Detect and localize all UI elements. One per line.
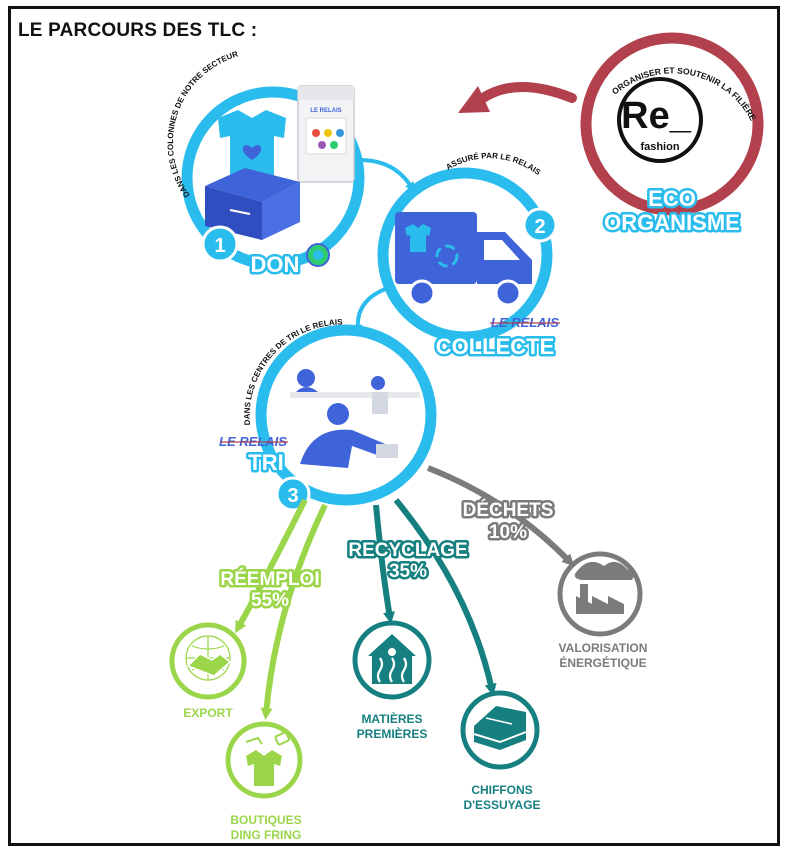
matieres-label-line2: PREMIÈRES bbox=[357, 726, 428, 741]
arrow-recycle-matieres bbox=[373, 504, 395, 624]
refashion-logo: Re_ fashion bbox=[617, 77, 703, 163]
chiffons-label-line2: D'ESSUYAGE bbox=[463, 798, 540, 812]
valorisation-label-line2: ÉNERGÉTIQUE bbox=[559, 655, 646, 670]
don-label: DON bbox=[251, 252, 300, 277]
don-number: 1 bbox=[214, 235, 225, 257]
outcome-valorisation: VALORISATION ÉNERGÉTIQUE bbox=[557, 551, 648, 670]
collecte-number: 2 bbox=[534, 216, 545, 238]
recycle-percent: 35% bbox=[389, 561, 427, 582]
eco-organisme: ORGANISER ET SOUTENIR LA FILIÈRE Re_ fas… bbox=[580, 32, 764, 238]
eco-arrow bbox=[458, 82, 577, 113]
factory-icon bbox=[574, 561, 636, 614]
boutiques-label-line2: DING FRING bbox=[231, 828, 302, 842]
heat-house-icon bbox=[368, 634, 416, 684]
waste-name: DÉCHETS bbox=[463, 499, 554, 521]
don-number-badge bbox=[201, 225, 239, 263]
page-title: LE PARCOURS DES TLC : bbox=[18, 20, 258, 41]
step-tri: DANS LES CENTRES DE TRI LE RELAIS LE REL… bbox=[219, 318, 437, 512]
logo-sub-text: fashion bbox=[640, 141, 679, 153]
collecte-label: COLLECTE bbox=[436, 334, 555, 359]
logo-main-text: Re_ bbox=[621, 95, 692, 137]
arrow-don-collecte bbox=[359, 158, 415, 193]
arrow-collecte-tri bbox=[352, 286, 389, 335]
recycle-name: RECYCLAGE bbox=[348, 540, 467, 561]
collecte-number-badge bbox=[522, 207, 558, 243]
handshake-icon bbox=[185, 635, 232, 681]
valorisation-label-line1: VALORISATION bbox=[559, 641, 648, 655]
step-don: DANS LES COLONNES DE NOTRE SECTEUR LE RE… bbox=[166, 49, 365, 280]
arrow-reuse-boutiques bbox=[260, 503, 328, 720]
outcome-chiffons: CHIFFONS D'ESSUYAGE bbox=[460, 690, 541, 812]
outcome-matieres: MATIÈRES PREMIÈRES bbox=[352, 620, 432, 741]
eco-label-line2: ORGANISME bbox=[604, 210, 740, 235]
recycle-globe-icon bbox=[306, 243, 330, 267]
eco-label-line1: ECO bbox=[648, 186, 696, 211]
branch-arrows bbox=[235, 465, 575, 720]
export-label: EXPORT bbox=[183, 706, 233, 720]
tshirt-tag-icon bbox=[245, 731, 290, 786]
sorting-workers-icon bbox=[290, 369, 420, 468]
arrow-recycle-chiffons bbox=[393, 498, 497, 696]
tri-label: TRI bbox=[248, 450, 283, 475]
outcome-boutiques: BOUTIQUES DING FRING bbox=[225, 721, 303, 842]
matieres-label-line1: MATIÈRES bbox=[361, 711, 422, 726]
arrow-reuse-export bbox=[235, 498, 308, 634]
tri-number: 3 bbox=[287, 485, 298, 507]
waste-percent: 10% bbox=[489, 522, 527, 543]
collection-bin-icon: LE RELAIS bbox=[297, 85, 355, 183]
reuse-name: RÉEMPLOI bbox=[220, 568, 319, 590]
delivery-truck-icon bbox=[395, 212, 532, 307]
outcome-export: EXPORT bbox=[169, 622, 247, 720]
folded-cloth-icon bbox=[473, 706, 527, 750]
arrow-waste-valorisation bbox=[426, 465, 575, 567]
boutiques-label-line1: BOUTIQUES bbox=[230, 813, 301, 827]
bin-brand: LE RELAIS bbox=[310, 108, 341, 114]
reuse-percent: 55% bbox=[251, 590, 289, 611]
chiffons-label-line1: CHIFFONS bbox=[471, 783, 532, 797]
eco-ring bbox=[580, 32, 764, 216]
